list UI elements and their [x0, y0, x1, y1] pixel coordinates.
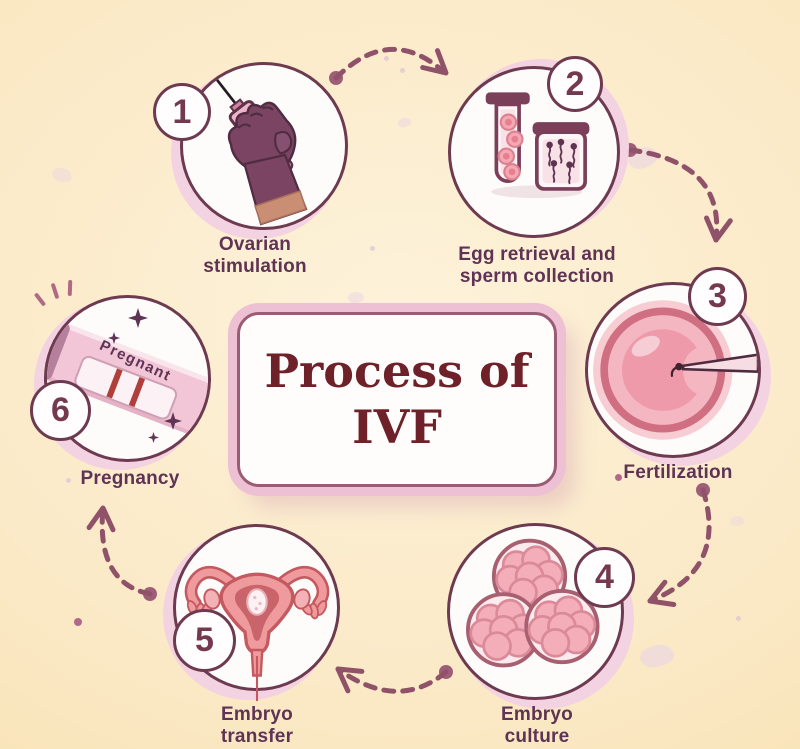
background-speck: [66, 478, 71, 483]
sparkle-icon: [148, 432, 159, 443]
step-2-number-badge: 2: [547, 56, 603, 112]
step-3-circle: [585, 282, 761, 458]
step-1-circle: [180, 62, 348, 230]
background-speck: [400, 68, 405, 73]
emphasis-dash: [67, 279, 73, 297]
flow-arrow-3-to-4: [647, 483, 712, 607]
background-speck: [370, 246, 375, 251]
step-3-number-badge: 3: [688, 267, 747, 326]
step-1-number-badge: 1: [153, 83, 211, 141]
step-5-label: Embryo transfer: [220, 704, 294, 748]
background-dot: [74, 618, 82, 626]
result-line: [105, 367, 123, 399]
uterus-icon: [184, 565, 329, 701]
step-6-number-badge: 6: [30, 380, 91, 441]
page-title: Process of IVF: [264, 344, 530, 454]
embryo-cell-clusters-icon: [465, 538, 600, 667]
step-4-number-badge: 4: [574, 547, 635, 608]
background-blob: [730, 516, 744, 526]
step-6-label: Pregnancy: [80, 468, 180, 489]
egg-cell-injection-icon: [593, 300, 758, 440]
flow-arrow-5-to-6: [86, 505, 157, 601]
result-line: [128, 376, 145, 407]
pregnancy-test-cap: [47, 308, 72, 381]
test-tube-and-sperm-jar-icon: [485, 92, 590, 199]
background-speck: [384, 56, 389, 61]
step-4-label: Embryo culture: [501, 704, 573, 748]
flow-arrow-4-to-5: [335, 665, 453, 694]
background-dot: [615, 474, 622, 481]
step-5-number-badge: 5: [173, 609, 236, 672]
background-blob: [348, 292, 364, 303]
flow-arrow-1-to-2: [329, 47, 449, 85]
syringe-in-gloved-hand-icon: [207, 68, 308, 226]
flow-arrow-2-to-3: [623, 143, 733, 243]
step-3-label: Fertilization: [623, 462, 733, 483]
background-speck: [736, 616, 741, 621]
step-4-circle: [447, 523, 624, 700]
step-1-label: Ovarian stimulation: [203, 234, 307, 278]
title-panel: Process of IVF: [237, 312, 557, 487]
step-2-label: Egg retrieval and sperm collection: [458, 244, 616, 288]
